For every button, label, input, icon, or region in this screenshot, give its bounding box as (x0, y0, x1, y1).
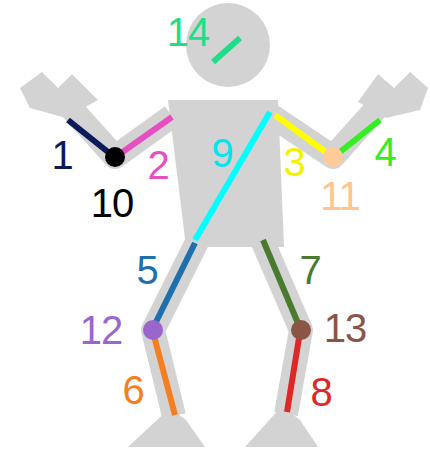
callout-number: 6 (122, 370, 143, 410)
callout-number: 1 (51, 135, 72, 175)
callout-number: 8 (310, 372, 331, 412)
callout-number: 14 (167, 12, 210, 52)
callout-number: 13 (324, 308, 367, 348)
callout-number: 4 (374, 132, 395, 172)
callout-number: 12 (80, 310, 123, 350)
callout-number: 7 (299, 250, 320, 290)
callout-number: 11 (320, 176, 360, 216)
callout-number: 9 (211, 133, 232, 173)
callout-number: 5 (136, 250, 157, 290)
callout-number: 2 (147, 145, 168, 185)
callout-number: 3 (283, 142, 304, 182)
callout-number: 10 (91, 183, 134, 223)
